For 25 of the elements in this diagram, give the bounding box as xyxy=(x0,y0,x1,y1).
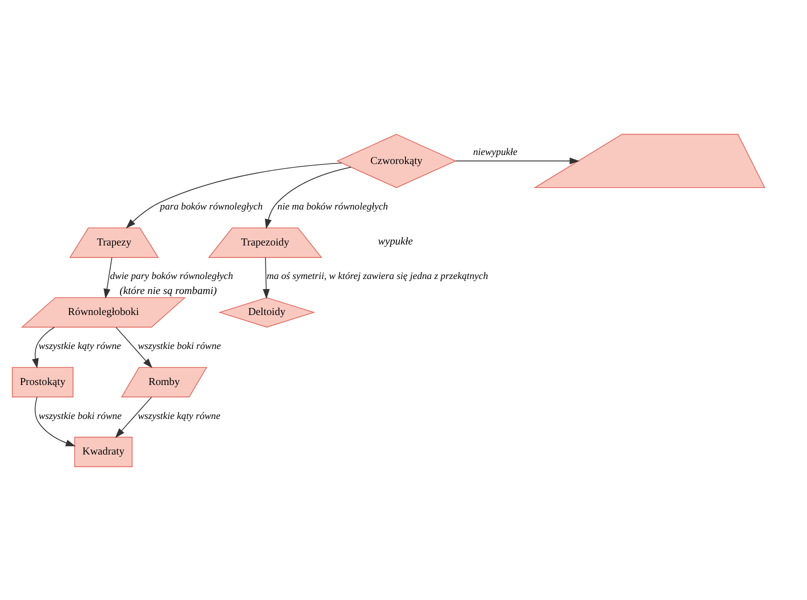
node-box: Prostokąty xyxy=(12,366,74,397)
arrow xyxy=(126,162,342,228)
edge-label: wszystkie kąty równe xyxy=(38,340,122,352)
edge-label: para boków równoległych xyxy=(160,200,263,212)
arrow xyxy=(116,326,152,368)
arrow xyxy=(262,256,270,298)
node-polygon xyxy=(533,133,766,188)
arrow xyxy=(455,157,580,164)
label: wypukłe xyxy=(378,235,413,248)
arrow xyxy=(104,256,112,298)
edge-label: wszystkie kąty równe xyxy=(138,410,220,422)
arrow xyxy=(34,396,76,446)
node-label: (które nie są rombami) xyxy=(120,284,217,296)
arrow xyxy=(264,166,352,228)
node-box: Kwadraty xyxy=(74,436,133,467)
edge-label: wszystkie boki równe xyxy=(38,410,122,422)
edge-label: niewypukłe xyxy=(473,146,518,158)
edge-label: wszystkie boki równe xyxy=(138,340,221,352)
edge-label: ma oś symetrii, w której zawiera się jedna z przekątnych xyxy=(266,270,488,282)
edge-label: nie ma boków równoległych xyxy=(277,200,388,212)
edge-label: dwie pary boków równoległych xyxy=(110,270,234,282)
node-diamond: Czworokąty xyxy=(336,133,457,188)
arrow xyxy=(115,396,152,438)
node-diamond: Deltoidy xyxy=(218,296,316,328)
arrow xyxy=(32,326,55,368)
